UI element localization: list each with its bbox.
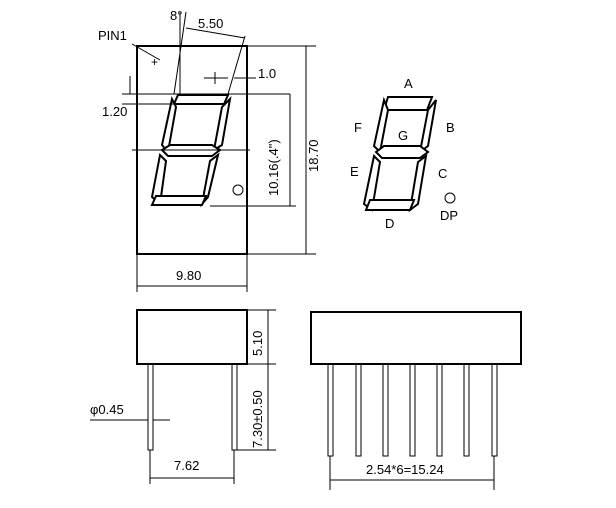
front-view: 2.54*6=15.24 [310, 311, 522, 490]
front-pin-3 [382, 363, 389, 457]
side-view-body [136, 309, 248, 365]
front-pin-7 [491, 363, 498, 457]
front-view-body [310, 311, 522, 365]
dim-5-50-label: 5.50 [198, 16, 223, 31]
dim-pitch-label: 2.54*6=15.24 [366, 462, 444, 477]
top-seg-b [212, 96, 232, 153]
seg-g [374, 145, 430, 159]
seg-label-c: C [438, 166, 447, 181]
dim-18-70-label: 18.70 [306, 139, 321, 172]
top-seg-a [172, 94, 230, 105]
pin-dia-label: φ0.45 [90, 402, 124, 417]
side-pin-right [231, 363, 238, 451]
seg-label-dp: DP [440, 208, 458, 223]
seg-a [382, 96, 434, 111]
seg-label-b: B [446, 120, 455, 135]
angle-label: 8° [170, 8, 182, 23]
top-seg-d [150, 195, 208, 206]
dim-1-20-label: 1.20 [102, 104, 127, 119]
dim-9-80-label: 9.80 [176, 268, 201, 283]
front-pin-1 [327, 363, 334, 457]
seg-label-f: F [354, 120, 362, 135]
front-pin-5 [436, 363, 443, 457]
seg-dp-dot [444, 192, 456, 204]
seg-label-g: G [398, 128, 408, 143]
side-view: 5.10 7.30±0.50 φ0.45 7.62 [90, 309, 276, 484]
front-pin-2 [355, 363, 362, 457]
seg-label-e: E [350, 164, 359, 179]
seg-label-a: A [404, 76, 413, 91]
dim-5-50-line [185, 27, 246, 39]
seg-label-d: D [385, 216, 394, 231]
pin1-leader [131, 43, 161, 61]
pin1-label: PIN1 [98, 28, 127, 43]
dim-7-62-label: 7.62 [174, 458, 199, 473]
top-view: PIN1 + 8° 5.50 1.0 1.20 10.16(.4") 18.70 [98, 8, 321, 292]
seg-f [372, 96, 390, 155]
pin1-marker: + [151, 55, 158, 69]
side-pin-left [147, 363, 154, 451]
front-pin-4 [409, 363, 416, 457]
slant-line-right [227, 35, 246, 95]
top-dp-dot [232, 184, 244, 196]
front-pins [327, 363, 498, 457]
segment-diagram: A B C D E F G DP [350, 76, 458, 231]
dim-7-30-label: 7.30±0.50 [250, 390, 265, 448]
seg-d [364, 199, 416, 211]
dim-1-0-label: 1.0 [258, 66, 276, 81]
dim-5-10-label: 5.10 [250, 331, 265, 356]
dim-10-16-label: 10.16(.4") [266, 139, 281, 196]
front-pin-6 [463, 363, 470, 457]
